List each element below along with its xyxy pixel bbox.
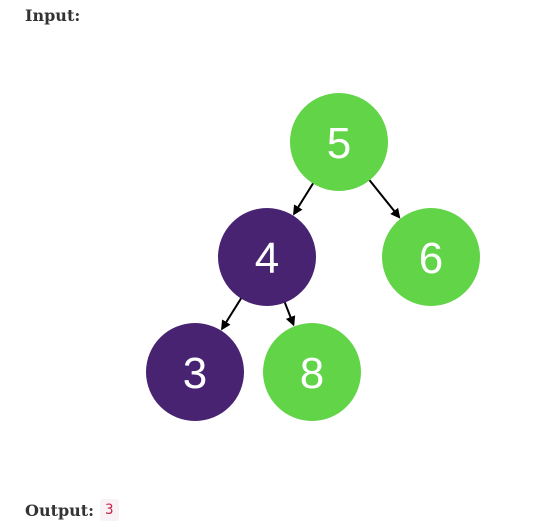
tree-node-circle (263, 323, 361, 421)
output-label: Output: (25, 500, 95, 520)
nodes-layer: 5 4 6 3 8 (146, 93, 480, 421)
tree-node-circle (146, 323, 244, 421)
tree-node-4: 4 (218, 208, 316, 306)
input-label: Input: (25, 6, 81, 25)
output-row: Output: 3 (25, 499, 119, 521)
edges-layer (221, 174, 401, 331)
tree-node-circle (382, 208, 480, 306)
edge-n4-n3 (221, 292, 246, 331)
tree-node-label: 4 (255, 234, 279, 283)
edge-n5-n4 (293, 177, 318, 216)
tree-node-label: 5 (327, 119, 351, 168)
tree-node-5: 5 (290, 93, 388, 191)
tree-node-6: 6 (382, 208, 480, 306)
tree-node-label: 3 (183, 349, 207, 398)
tree-node-3: 3 (146, 323, 244, 421)
tree-node-circle (290, 93, 388, 191)
tree-node-circle (218, 208, 316, 306)
tree-node-label: 6 (419, 234, 443, 283)
output-value: 3 (100, 499, 119, 521)
tree-node-label: 8 (300, 349, 324, 398)
tree-node-8: 8 (263, 323, 361, 421)
edge-n5-n6 (365, 174, 401, 219)
